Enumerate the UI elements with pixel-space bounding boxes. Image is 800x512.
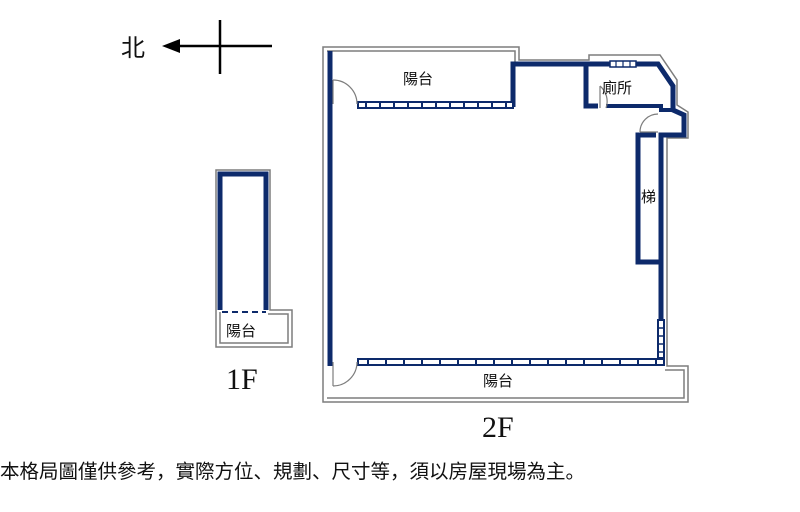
room-label-balcony-1f: 陽台: [226, 322, 256, 340]
2f-toilet-wall: [586, 61, 687, 352]
2f-door-bottom-balcony: [332, 361, 358, 387]
2f-inner-outline: [327, 50, 516, 62]
2f-outer-outline: [322, 46, 689, 403]
disclaimer-text: 本格局圖僅供參考，實際方位、規劃、尺寸等，須以房屋現場為主。: [0, 460, 586, 483]
room-label-balcony-bottom: 陽台: [483, 372, 513, 390]
2f-stair-wall: [635, 132, 661, 265]
2f-door-top-balcony: [332, 79, 358, 105]
room-label-balcony-top: 陽台: [403, 70, 433, 88]
1f-balcony-outline: [219, 312, 289, 344]
2f-toilet-inner-wall: [606, 104, 673, 112]
2f-east-window: [657, 319, 665, 359]
room-label-stairs: 梯: [641, 188, 656, 206]
2f-bottom-window-ticks: [367, 359, 657, 365]
2f-door-stair: [639, 113, 659, 133]
floor-label-1f: 1F: [226, 363, 258, 396]
floor-label-2f: 2F: [482, 411, 514, 444]
2f-top-wall: [510, 61, 598, 109]
2f-east-window-ticks: [658, 327, 664, 353]
floor-1f-plan: 陽台 1F: [215, 169, 293, 396]
1f-wall: [217, 171, 269, 310]
north-compass: 北: [121, 20, 272, 74]
room-label-toilet: 廁所: [602, 79, 632, 97]
2f-top-window-ticks: [365, 102, 507, 108]
compass-north-label: 北: [121, 34, 145, 62]
2f-door-toilet: [599, 85, 608, 109]
1f-outline: [215, 169, 293, 348]
2f-bottom-inner-outline: [327, 369, 685, 399]
compass-arrow-icon: [162, 39, 180, 53]
2f-toilet-window-ticks: [615, 61, 631, 67]
floor-2f-plan: 陽台 廁所 梯 陽台 2F: [322, 46, 689, 444]
